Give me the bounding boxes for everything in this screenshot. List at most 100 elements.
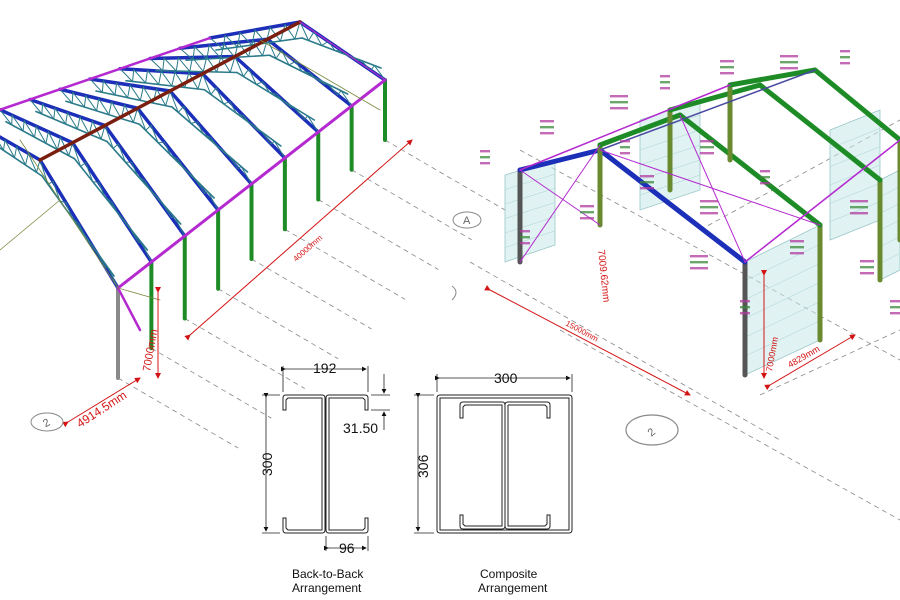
load-label-mark <box>640 181 654 184</box>
truss-web <box>25 152 29 166</box>
truss-web <box>299 21 310 41</box>
truss-web <box>188 72 199 90</box>
truss-web <box>145 69 148 84</box>
load-label-mark <box>540 132 554 135</box>
truss-web <box>327 83 339 96</box>
truss-web <box>179 47 194 61</box>
truss-web <box>288 61 297 66</box>
load-label-mark <box>860 272 874 275</box>
truss-web <box>334 50 343 52</box>
load-label-mark <box>740 306 750 309</box>
truss-web <box>145 124 152 131</box>
truss-web <box>144 180 151 191</box>
grid-line <box>151 347 272 419</box>
truss-web <box>158 70 162 85</box>
portal-rafter <box>677 112 823 228</box>
bracing <box>299 21 386 81</box>
truss-web <box>42 103 55 120</box>
ridge-beam <box>38 20 302 162</box>
truss-web <box>194 46 208 60</box>
load-label-mark <box>840 56 850 59</box>
panel-mesh <box>879 219 900 231</box>
truss-web <box>112 143 119 149</box>
composite-caption-line1: Composite <box>480 567 538 581</box>
truss-web <box>111 201 118 213</box>
truss-web <box>23 120 36 138</box>
load-label-mark <box>860 266 874 269</box>
truss-web <box>137 107 147 131</box>
truss-web <box>83 95 87 108</box>
truss-web <box>243 115 250 124</box>
truss-bottom-chord <box>171 106 249 173</box>
panel-mesh <box>879 203 900 214</box>
truss-web <box>107 267 119 289</box>
b2b-width-label: 192 <box>313 360 337 376</box>
load-label-mark <box>840 62 850 65</box>
panel-mesh <box>504 173 556 190</box>
truss-web <box>71 217 80 225</box>
eave-beam <box>0 36 212 112</box>
load-label-mark <box>540 126 554 129</box>
truss-web <box>235 112 245 117</box>
truss-web <box>255 81 264 85</box>
right-ridge-dimension: 7009.62mm <box>595 249 611 303</box>
truss-bottom-chord <box>236 71 316 121</box>
load-label-mark <box>840 50 850 53</box>
truss-web <box>98 182 106 198</box>
svg-text:A: A <box>463 215 471 227</box>
ridge-beam <box>599 69 816 151</box>
truss-web <box>116 82 129 99</box>
truss-web <box>242 68 250 77</box>
truss-bottom-chord <box>268 54 349 95</box>
truss-web <box>72 142 82 167</box>
truss-web <box>65 112 68 125</box>
panel-mesh <box>879 236 900 247</box>
truss-web <box>290 106 296 109</box>
truss-web <box>175 57 179 72</box>
right-frame-analysis-model: 15000mm 7009.62mm 7000mm 4829mm A 2 <box>451 50 900 521</box>
load-label-mark <box>700 212 718 215</box>
truss-web <box>202 133 212 138</box>
truss-web <box>222 34 226 50</box>
truss-web <box>35 125 47 144</box>
load-label-mark <box>580 211 594 214</box>
truss-web <box>177 106 185 113</box>
load-label-mark <box>610 101 628 104</box>
bracing <box>519 144 601 263</box>
truss-web <box>101 80 104 93</box>
truss-web <box>337 90 342 96</box>
portal-rafter <box>812 67 900 143</box>
truss-web <box>108 101 113 116</box>
truss-web <box>224 34 238 48</box>
truss-web <box>80 162 87 167</box>
truss-web <box>171 71 176 87</box>
load-label-mark <box>780 67 798 70</box>
load-label-mark <box>620 146 630 149</box>
truss-web <box>206 44 210 60</box>
truss-web <box>91 244 97 252</box>
truss-web <box>47 131 58 150</box>
panel-mesh <box>879 253 900 264</box>
truss-web <box>127 84 131 99</box>
truss-bottom-chord <box>106 140 182 225</box>
truss-web <box>183 106 192 124</box>
truss-web <box>137 175 146 182</box>
truss-web <box>83 233 93 246</box>
truss-web <box>248 122 258 131</box>
truss-web <box>229 56 236 73</box>
truss-web <box>314 77 325 85</box>
b2b-flange-label: 96 <box>339 540 355 556</box>
truss-web <box>373 65 386 81</box>
left-bay-dim-label: 4914.5mm <box>74 388 129 431</box>
left-height-dim-label: 7000mm <box>141 328 160 372</box>
truss-web <box>0 143 4 151</box>
truss-bottom-chord <box>65 100 141 126</box>
truss-web <box>197 73 203 90</box>
truss-web <box>65 202 73 219</box>
truss-bottom-chord <box>73 157 149 251</box>
left-length-dimension: 40000mm <box>184 139 413 341</box>
truss-web <box>104 266 109 269</box>
back-to-back-profile <box>282 394 369 534</box>
truss-web <box>119 68 134 82</box>
